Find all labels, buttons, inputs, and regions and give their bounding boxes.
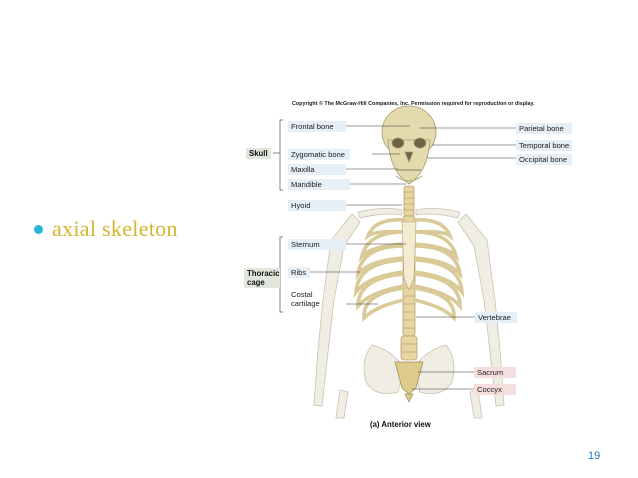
sternum	[401, 221, 417, 291]
leader-lines	[310, 125, 516, 390]
rib-cage	[353, 218, 465, 323]
label-costal-cartilage: Costal cartilage	[291, 290, 320, 308]
bullet-text: axial skeleton	[52, 216, 178, 241]
appendicular-skeleton	[313, 208, 505, 419]
label-maxilla: Maxilla	[288, 164, 346, 175]
label-temporal-bone: Temporal bone	[516, 140, 572, 151]
group-label-skull: Skull	[246, 148, 271, 159]
label-coccyx: Coccyx	[474, 384, 516, 395]
bullet-item: axial skeleton	[34, 216, 178, 242]
label-mandible: Mandible	[288, 179, 350, 190]
label-vertebrae: Vertebrae	[475, 312, 517, 323]
label-ribs: Ribs	[288, 267, 310, 278]
label-hyoid: Hyoid	[288, 200, 346, 211]
label-frontal-bone: Frontal bone	[288, 121, 346, 132]
figure-caption: (a) Anterior view	[370, 420, 431, 429]
label-sacrum: Sacrum	[474, 367, 516, 378]
label-parietal-bone: Parietal bone	[516, 123, 572, 134]
label-zygomatic-bone: Zygomatic bone	[288, 149, 350, 160]
group-label-thoracic-cage: Thoracic cage	[244, 268, 280, 288]
bullet-dot-icon	[34, 224, 43, 234]
coccyx	[404, 393, 414, 403]
label-sternum: Sternum	[288, 239, 346, 250]
label-occipital-bone: Occipital bone	[516, 154, 572, 165]
page-number: 19	[588, 450, 601, 462]
skull	[381, 105, 437, 185]
sacrum	[394, 361, 424, 395]
copyright-notice: Copyright © The McGraw-Hill Companies, I…	[292, 101, 535, 107]
